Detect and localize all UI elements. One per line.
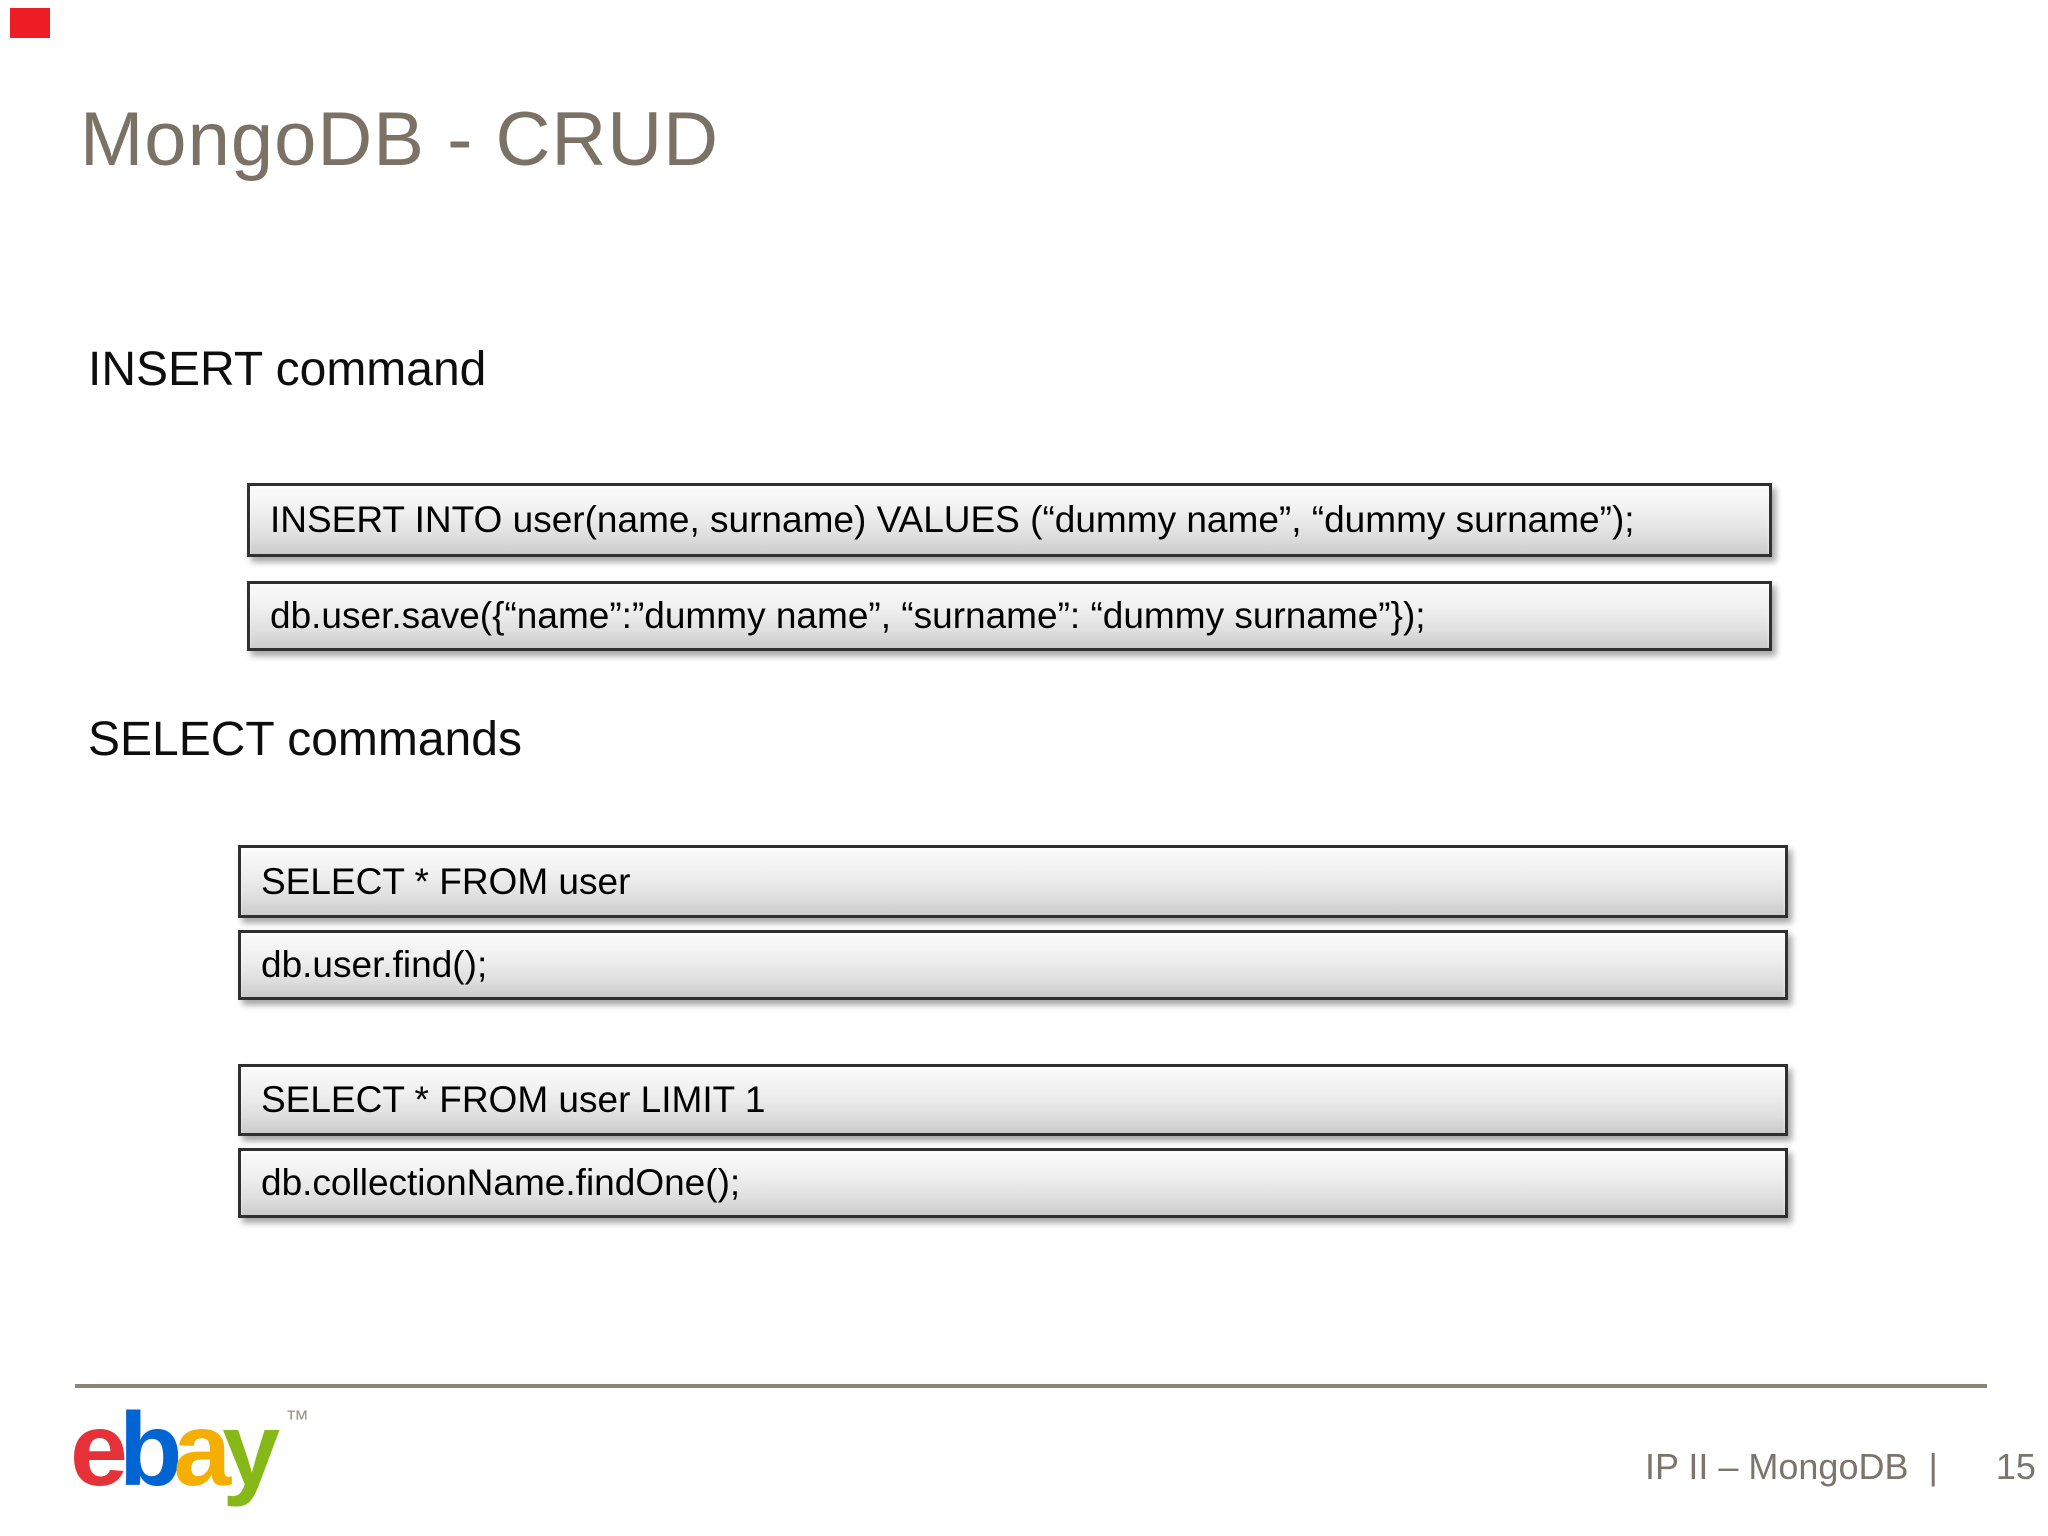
- select-all-sql-codebox: SELECT * FROM user: [238, 845, 1788, 918]
- select-limit-mongo-code: db.collectionName.findOne();: [261, 1162, 741, 1203]
- select-limit-sql-code: SELECT * FROM user LIMIT 1: [261, 1079, 766, 1120]
- select-all-mongo-codebox: db.user.find();: [238, 930, 1788, 1000]
- footer-course-label: IP II – MongoDB: [1645, 1446, 1909, 1487]
- insert-sql-code: INSERT INTO user(name, surname) VALUES (…: [270, 499, 1635, 540]
- slide-title: MongoDB - CRUD: [80, 97, 720, 182]
- insert-mongo-code: db.user.save({“name”:”dummy name”, “surn…: [270, 595, 1426, 636]
- select-all-sql-code: SELECT * FROM user: [261, 860, 631, 902]
- footer-divider-line: [75, 1384, 1987, 1388]
- ebay-trademark-symbol: ™: [285, 1406, 310, 1433]
- select-limit-sql-codebox: SELECT * FROM user LIMIT 1: [238, 1064, 1788, 1136]
- footer-meta: IP II – MongoDB | 15: [1645, 1446, 2036, 1488]
- select-all-mongo-code: db.user.find();: [261, 944, 488, 985]
- select-section-heading: SELECT commands: [88, 713, 522, 766]
- ebay-logo-letter-b: b: [118, 1392, 182, 1508]
- ebay-logo-letter-y: y: [222, 1392, 280, 1508]
- template-accent-marker: [10, 8, 50, 38]
- insert-section-heading: INSERT command: [88, 343, 487, 396]
- insert-sql-codebox: INSERT INTO user(name, surname) VALUES (…: [247, 483, 1772, 557]
- insert-mongo-codebox: db.user.save({“name”:”dummy name”, “surn…: [247, 581, 1772, 651]
- select-limit-mongo-codebox: db.collectionName.findOne();: [238, 1148, 1788, 1218]
- ebay-logo-letter-e: e: [70, 1392, 128, 1508]
- footer-page-number: 15: [1995, 1446, 2036, 1487]
- footer-separator: |: [1928, 1446, 1938, 1487]
- ebay-logo-letter-a: a: [173, 1392, 231, 1508]
